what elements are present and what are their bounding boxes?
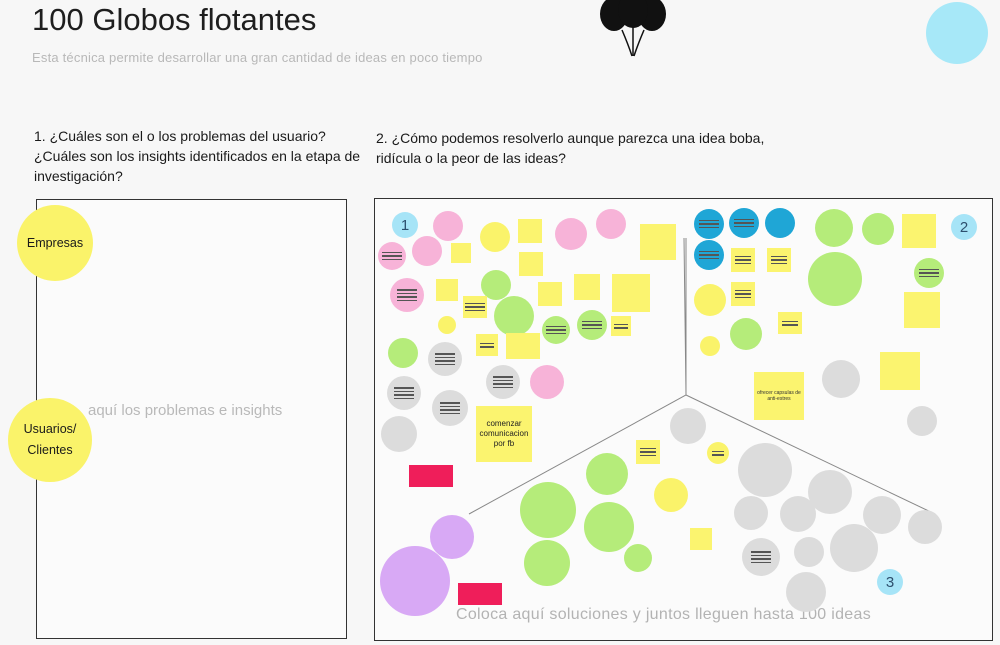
page-subtitle: Esta técnica permite desarrollar una gra… bbox=[32, 50, 483, 65]
idea-bubble[interactable] bbox=[730, 318, 762, 350]
idea-bubble[interactable] bbox=[780, 496, 816, 532]
idea-bubble[interactable] bbox=[830, 524, 878, 572]
idea-bubble[interactable] bbox=[808, 252, 862, 306]
decorative-circle bbox=[926, 2, 988, 64]
idea-bubble[interactable] bbox=[707, 442, 729, 464]
idea-note[interactable] bbox=[904, 292, 940, 328]
idea-bubble[interactable] bbox=[390, 278, 424, 312]
idea-note[interactable] bbox=[574, 274, 600, 300]
section-number-3: 3 bbox=[877, 569, 903, 595]
idea-bubble[interactable] bbox=[694, 209, 724, 239]
empresas-label: Empresas bbox=[26, 235, 84, 250]
idea-note[interactable] bbox=[506, 333, 540, 359]
question-solutions: 2. ¿Cómo podemos resolverlo aunque parez… bbox=[376, 130, 765, 166]
idea-bubble[interactable] bbox=[430, 515, 474, 559]
idea-bubble[interactable] bbox=[481, 270, 511, 300]
idea-bubble[interactable] bbox=[381, 416, 417, 452]
idea-note[interactable] bbox=[518, 219, 542, 243]
idea-bubble[interactable] bbox=[907, 406, 937, 436]
red-note[interactable] bbox=[458, 583, 502, 605]
idea-bubble[interactable] bbox=[412, 236, 442, 266]
idea-bubble[interactable] bbox=[815, 209, 853, 247]
idea-bubble[interactable] bbox=[694, 240, 724, 270]
idea-bubble[interactable] bbox=[486, 365, 520, 399]
balloons-icon bbox=[592, 0, 674, 58]
red-note[interactable] bbox=[409, 465, 453, 487]
idea-bubble[interactable] bbox=[863, 496, 901, 534]
idea-note[interactable] bbox=[690, 528, 712, 550]
idea-note[interactable] bbox=[731, 282, 755, 306]
idea-bubble[interactable] bbox=[765, 208, 795, 238]
idea-note[interactable] bbox=[436, 279, 458, 301]
idea-note[interactable] bbox=[612, 274, 650, 312]
idea-bubble[interactable] bbox=[494, 296, 534, 336]
usuarios-bubble[interactable]: Usuarios/ Clientes bbox=[8, 398, 92, 482]
idea-bubble[interactable] bbox=[584, 502, 634, 552]
idea-note[interactable] bbox=[640, 224, 676, 260]
idea-bubble[interactable] bbox=[694, 284, 726, 316]
idea-bubble[interactable] bbox=[596, 209, 626, 239]
idea-bubble[interactable] bbox=[908, 510, 942, 544]
idea-bubble[interactable] bbox=[520, 482, 576, 538]
idea-bubble[interactable] bbox=[387, 376, 421, 410]
idea-note[interactable] bbox=[611, 316, 631, 336]
idea-bubble[interactable] bbox=[577, 310, 607, 340]
idea-bubble[interactable] bbox=[914, 258, 944, 288]
idea-bubble[interactable] bbox=[530, 365, 564, 399]
idea-note[interactable] bbox=[902, 214, 936, 248]
section-number-2: 2 bbox=[951, 214, 977, 240]
idea-bubble[interactable] bbox=[654, 478, 688, 512]
idea-bubble[interactable] bbox=[729, 208, 759, 238]
section-number-1: 1 bbox=[392, 212, 418, 238]
idea-note-ofrecer[interactable]: ofrecer capsulas de anti-estres bbox=[754, 372, 804, 420]
idea-note[interactable] bbox=[636, 440, 660, 464]
usuarios-label: Usuarios/ Clientes bbox=[23, 422, 77, 457]
idea-note[interactable] bbox=[767, 248, 791, 272]
board-dividers bbox=[468, 237, 936, 515]
idea-bubble[interactable] bbox=[433, 211, 463, 241]
idea-bubble[interactable] bbox=[378, 242, 406, 270]
idea-bubble[interactable] bbox=[432, 390, 468, 426]
problems-board[interactable] bbox=[36, 199, 347, 639]
question-problems: 1. ¿Cuáles son el o los problemas del us… bbox=[34, 128, 361, 184]
page-title: 100 Globos flotantes bbox=[32, 2, 317, 37]
idea-bubble[interactable] bbox=[388, 338, 418, 368]
idea-bubble[interactable] bbox=[438, 316, 456, 334]
idea-bubble[interactable] bbox=[822, 360, 860, 398]
idea-bubble[interactable] bbox=[700, 336, 720, 356]
idea-bubble[interactable] bbox=[524, 540, 570, 586]
empresas-bubble[interactable]: Empresas bbox=[17, 205, 93, 281]
idea-note[interactable] bbox=[731, 248, 755, 272]
idea-bubble[interactable] bbox=[670, 408, 706, 444]
idea-bubble[interactable] bbox=[428, 342, 462, 376]
idea-bubble[interactable] bbox=[380, 546, 450, 616]
idea-note[interactable] bbox=[451, 243, 471, 263]
idea-bubble[interactable] bbox=[624, 544, 652, 572]
idea-bubble[interactable] bbox=[794, 537, 824, 567]
idea-bubble[interactable] bbox=[742, 538, 780, 576]
idea-bubble[interactable] bbox=[786, 572, 826, 612]
problems-placeholder: aquí los problemas e insights bbox=[88, 402, 283, 419]
idea-bubble[interactable] bbox=[738, 443, 792, 497]
idea-note[interactable] bbox=[880, 352, 920, 390]
idea-note[interactable] bbox=[463, 296, 487, 318]
idea-bubble[interactable] bbox=[862, 213, 894, 245]
idea-bubble[interactable] bbox=[808, 470, 852, 514]
idea-note[interactable] bbox=[778, 312, 802, 334]
idea-bubble[interactable] bbox=[480, 222, 510, 252]
idea-bubble[interactable] bbox=[542, 316, 570, 344]
idea-note[interactable] bbox=[476, 334, 498, 356]
solutions-placeholder: Coloca aquí soluciones y juntos lleguen … bbox=[456, 606, 871, 623]
idea-bubble[interactable] bbox=[734, 496, 768, 530]
idea-note[interactable] bbox=[538, 282, 562, 306]
idea-bubble[interactable] bbox=[586, 453, 628, 495]
idea-note[interactable] bbox=[519, 252, 543, 276]
idea-bubble[interactable] bbox=[555, 218, 587, 250]
idea-note-comenzar[interactable]: comenzar comunicacion por fb bbox=[476, 406, 532, 462]
